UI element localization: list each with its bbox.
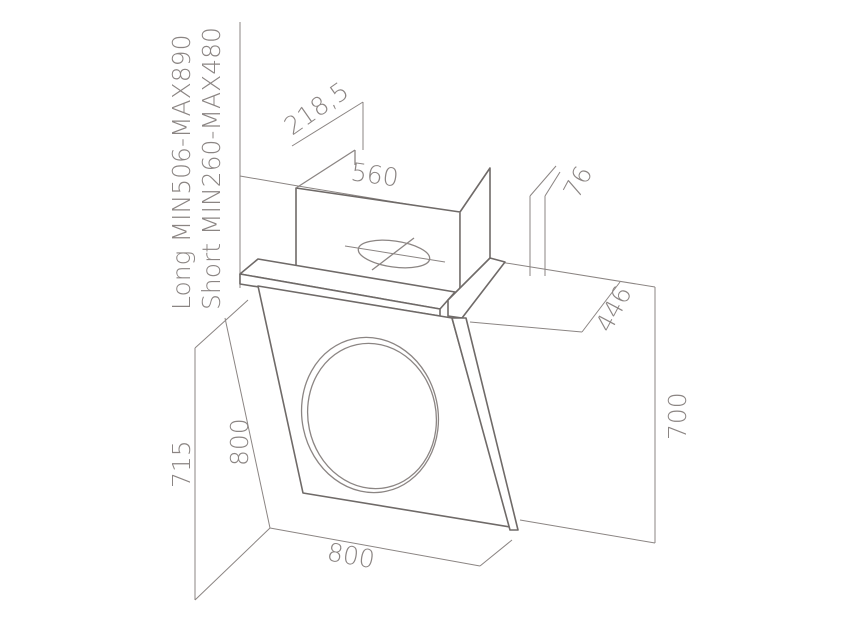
dimension-lines [194, 22, 656, 601]
dimension-800-side-label: 800 [225, 418, 254, 466]
dimension-715-label: 715 [167, 440, 196, 488]
mounting-bracket [239, 257, 506, 319]
dimension-560-label: 560 [349, 157, 400, 192]
height-short-label: Short MIN260-MAX480 [197, 27, 226, 310]
dimension-800-bottom-label: 800 [325, 537, 377, 574]
dimension-446-label: 446 [590, 281, 638, 337]
dimension-76-label: 76 [558, 161, 599, 203]
height-long-label: Long MIN506-MAX890 [167, 35, 196, 310]
hood-panel [257, 285, 519, 531]
dimension-700-label: 700 [663, 392, 692, 440]
